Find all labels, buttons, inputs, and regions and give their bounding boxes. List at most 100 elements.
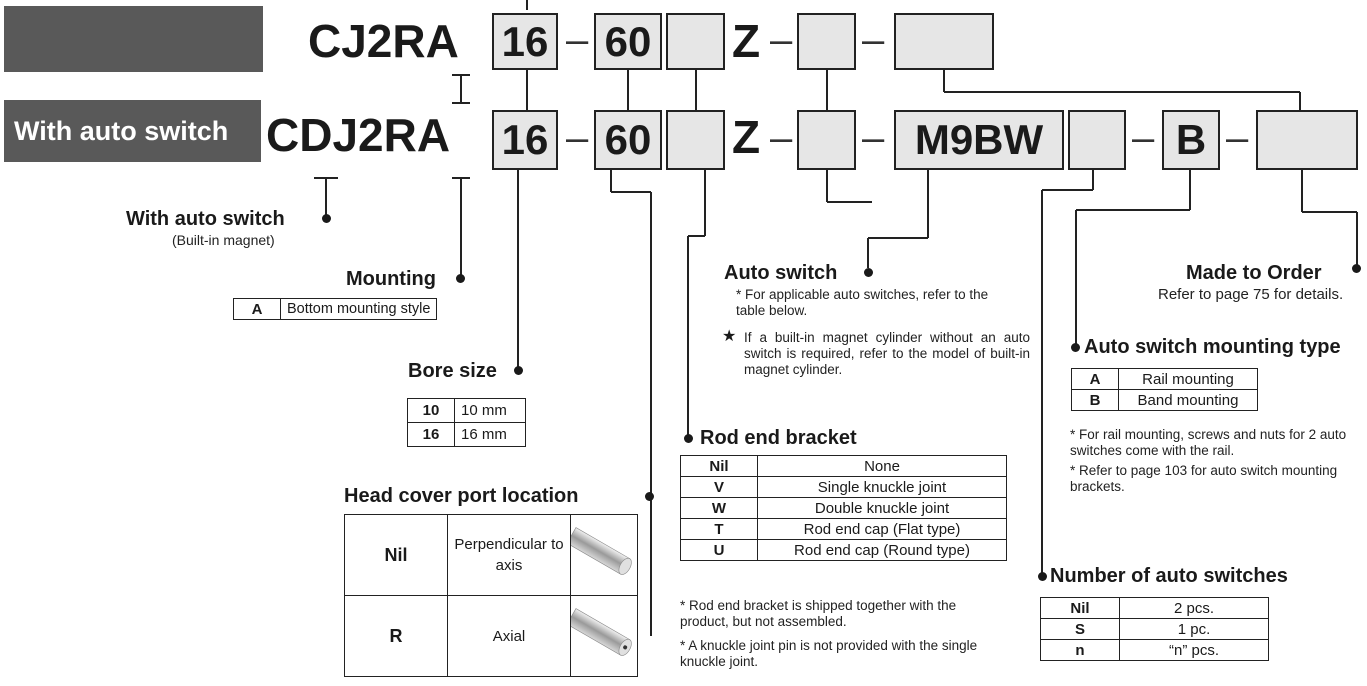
- axial-port-cylinder-icon: [571, 596, 638, 677]
- dash: –: [862, 20, 884, 60]
- bore-size-table: 10 10 mm 16 16 mm: [407, 398, 526, 447]
- mounting-value: Bottom mounting style: [281, 299, 437, 320]
- blank-box: [1256, 110, 1358, 170]
- mounting-table: A Bottom mounting style: [233, 298, 437, 320]
- blank-box: [797, 110, 856, 170]
- table-row: 16 16 mm: [408, 423, 526, 447]
- rod-end-value: Rod end cap (Round type): [758, 540, 1007, 561]
- stroke-box-top: 60: [594, 13, 662, 70]
- dash: –: [862, 118, 884, 158]
- head-cover-heading: Head cover port location: [344, 485, 579, 508]
- bore-code: 16: [408, 423, 455, 447]
- mounting-type-code: A: [1072, 369, 1119, 390]
- rod-end-code: Nil: [681, 456, 758, 477]
- bore-size-heading: Bore size: [408, 360, 497, 383]
- leader-dot: [1071, 343, 1080, 352]
- leader-dot: [322, 214, 331, 223]
- z-letter-top: Z: [732, 18, 760, 64]
- bore-value: 10 mm: [455, 399, 526, 423]
- port-code: R: [345, 596, 448, 677]
- stroke-box-bottom: 60: [594, 110, 662, 170]
- num-switches-value: 2 pcs.: [1120, 598, 1269, 619]
- port-code: Nil: [345, 515, 448, 596]
- top-block-label: [4, 22, 14, 52]
- made-to-order-heading: Made to Order: [1186, 262, 1322, 285]
- mounting-heading: Mounting: [346, 268, 436, 291]
- rod-end-value: Single knuckle joint: [758, 477, 1007, 498]
- mounting-type-note-1: * For rail mounting, screws and nuts for…: [1070, 427, 1366, 459]
- bore-value: 16 mm: [455, 423, 526, 447]
- leader-dot: [456, 274, 465, 283]
- rod-end-value: None: [758, 456, 1007, 477]
- leader-dot: [645, 492, 654, 501]
- model-code-top: CJ2RA: [308, 18, 459, 64]
- rod-end-note-2: * A knuckle joint pin is not provided wi…: [680, 638, 980, 670]
- with-auto-switch-heading: With auto switch: [126, 208, 285, 231]
- num-switches-code: S: [1041, 619, 1120, 640]
- table-row: R Axial: [345, 596, 638, 677]
- mounting-type-note-2: * Refer to page 103 for auto switch moun…: [1070, 463, 1360, 495]
- top-label-block: [4, 6, 263, 72]
- dash: –: [566, 20, 588, 60]
- rod-end-value: Double knuckle joint: [758, 498, 1007, 519]
- rod-end-code: U: [681, 540, 758, 561]
- mount-type-box: B: [1162, 110, 1220, 170]
- built-in-magnet-note: (Built-in magnet): [172, 232, 275, 248]
- leader-dot: [514, 366, 523, 375]
- head-cover-table: Nil Perpendicular to axis R Axial: [344, 514, 638, 677]
- bore-box-bottom: 16: [492, 110, 558, 170]
- rod-end-code: V: [681, 477, 758, 498]
- leader-dot: [1352, 264, 1361, 273]
- blank-box: [1068, 110, 1126, 170]
- rod-end-value: Rod end cap (Flat type): [758, 519, 1007, 540]
- built-in-magnet-cylinder-note: If a built-in magnet cylinder without an…: [744, 330, 1030, 378]
- num-switches-value: “n” pcs.: [1120, 640, 1269, 661]
- num-switches-value: 1 pc.: [1120, 619, 1269, 640]
- num-switches-code: n: [1041, 640, 1120, 661]
- auto-switch-label: With auto switch: [4, 116, 228, 146]
- auto-switch-heading: Auto switch: [724, 262, 837, 285]
- dash: –: [770, 20, 792, 60]
- mounting-type-code: B: [1072, 390, 1119, 411]
- table-row: A Bottom mounting style: [234, 299, 437, 320]
- leader-dot: [864, 268, 873, 277]
- table-row: n“n” pcs.: [1041, 640, 1269, 661]
- dash: –: [566, 118, 588, 158]
- switch-model-box: M9BW: [894, 110, 1064, 170]
- leader-dot: [684, 434, 693, 443]
- made-to-order-note: Refer to page 75 for details.: [1158, 287, 1343, 303]
- mounting-type-heading: Auto switch mounting type: [1084, 336, 1341, 359]
- blank-box: [666, 110, 725, 170]
- star-icon: ★: [722, 329, 736, 345]
- rod-end-note-1: * Rod end bracket is shipped together wi…: [680, 598, 980, 630]
- blank-box: [666, 13, 725, 70]
- num-switches-code: Nil: [1041, 598, 1120, 619]
- z-letter-bottom: Z: [732, 114, 760, 160]
- auto-switch-note: * For applicable auto switches, refer to…: [736, 287, 996, 319]
- blank-box: [797, 13, 856, 70]
- table-row: 10 10 mm: [408, 399, 526, 423]
- num-switches-heading: Number of auto switches: [1050, 565, 1288, 588]
- mounting-type-value: Band mounting: [1119, 390, 1258, 411]
- rod-end-code: W: [681, 498, 758, 519]
- bore-box-top: 16: [492, 13, 558, 70]
- dash: –: [1226, 118, 1248, 158]
- mounting-code: A: [234, 299, 281, 320]
- leader-dot: [1038, 572, 1047, 581]
- port-value: Axial: [448, 596, 571, 677]
- dash: –: [770, 118, 792, 158]
- rod-end-code: T: [681, 519, 758, 540]
- dash: –: [1132, 118, 1154, 158]
- bore-code: 10: [408, 399, 455, 423]
